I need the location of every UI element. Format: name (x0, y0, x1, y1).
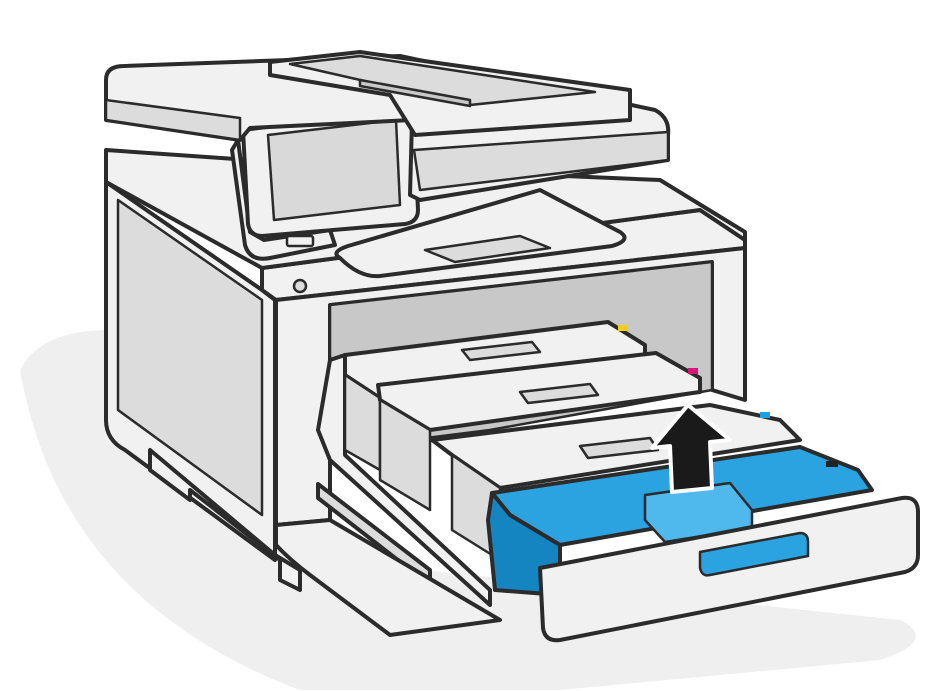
scanner-lid-edge (104, 98, 242, 142)
cartridge-cyan-label (760, 412, 770, 418)
up-arrow-icon (650, 403, 732, 494)
output-tray (334, 188, 627, 279)
cartridge-yellow-label (618, 325, 628, 331)
control-panel-screen[interactable] (266, 118, 402, 222)
usb-port[interactable] (285, 234, 315, 248)
cartridge-magenta-front (378, 398, 432, 512)
printer-base (148, 448, 302, 592)
drawer-floor (274, 518, 502, 637)
output-tray-stop (423, 234, 552, 264)
printer-left-side-panel (116, 198, 264, 517)
power-button[interactable] (292, 278, 308, 294)
cartridge-yellow-handle (460, 340, 542, 362)
cartridge-cyan-handle (578, 436, 660, 460)
cartridge-magenta-handle (518, 382, 600, 405)
adf-output-slot (358, 78, 472, 108)
drawer-handle[interactable] (698, 531, 810, 577)
drawer-tray-left-wall (316, 353, 492, 607)
cartridge-magenta-label (688, 368, 698, 374)
cartridge-black-label (826, 461, 838, 467)
scanner-lid-edge-right (412, 130, 670, 192)
